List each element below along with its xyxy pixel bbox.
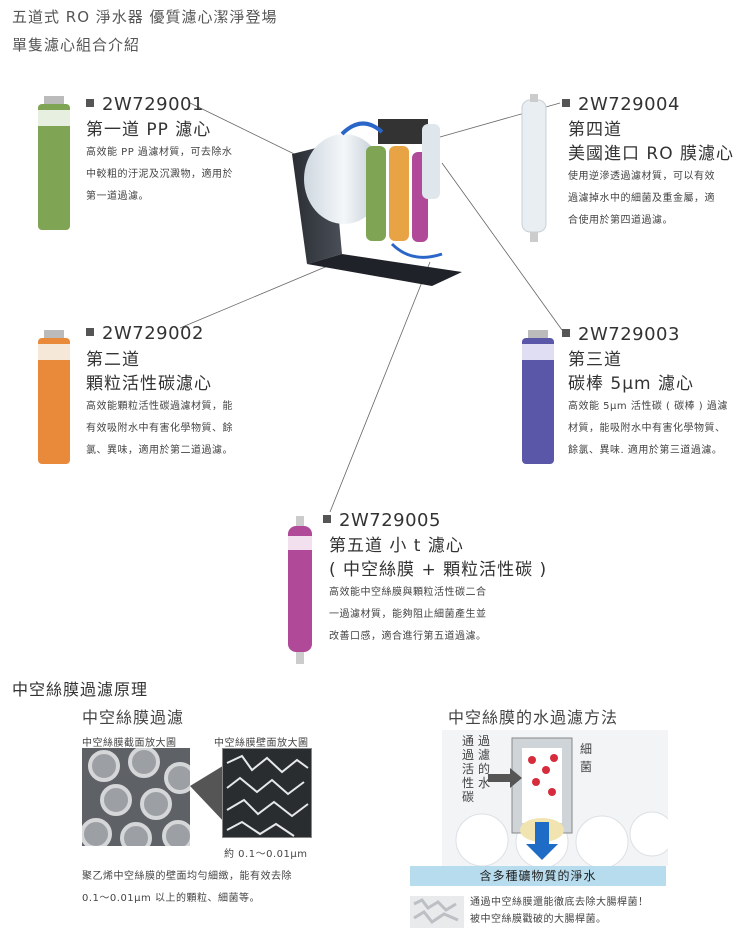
vertical-text-col3: 細菌 [580,742,593,774]
filter-2-image [38,330,70,464]
principle-right-note: 通過中空絲膜還能徹底去除大腸桿菌！被中空絲膜戳破的大腸桿菌。 [470,897,649,925]
principle-left-subtitle: 中空絲膜過濾 [82,708,185,727]
filter-5-image [288,516,312,664]
filter-5-code: 2W729005 [323,510,441,531]
filter-3-desc: 高效能 5μm 活性碳 ( 碳棒 ) 過濾材質，能吸附水中有害化學物質、餘氯、異… [568,401,728,456]
filter-4-code: 2W729004 [562,94,680,115]
filter-2-desc: 高效能顆粒活性碳過濾材質，能有效吸附水中有害化學物質、餘氯、異味，適用於第二道過… [86,401,233,456]
filter-4-desc: 使用逆滲透過濾材質，可以有效過濾掉水中的細菌及重金屬，適合使用於第四道過濾。 [568,171,715,226]
scale-label: 約 0.1～0.01μm [224,849,308,860]
header-title-line1: 五道式 RO 淨水器 優質濾心潔淨登場 [12,8,278,26]
filter-1-image [38,96,70,230]
principle-right-subtitle: 中空絲膜的水過濾方法 [448,708,619,727]
filter-3-title: 第三道碳棒 5μm 濾心 [568,350,694,394]
principle-title: 中空絲膜過濾原理 [12,680,149,699]
vertical-text-col1: 通過活性碳 [462,734,475,804]
filter-1-desc: 高效能 PP 過濾材質，可去除水中較粗的汙泥及沉澱物，適用於第一道過濾。 [86,147,233,202]
filter-2-code: 2W729002 [86,323,204,344]
filter-1-title: 第一道 PP 濾心 [86,120,212,140]
caption-cross-section: 中空絲膜截面放大圖 [82,738,177,749]
filter-3-image [522,330,554,464]
filter-3-code: 2W729003 [562,324,680,345]
pure-water-banner: 含多種礦物質的淨水 [410,866,666,886]
filter-4-image [521,94,547,242]
filter-5-title: 第五道 小 t 濾心( 中空絲膜 + 顆粒活性碳 ) [329,536,548,580]
header-title-line2: 單隻濾心組合介紹 [12,36,141,54]
ecoli-image [410,896,464,928]
filter-4-title: 第四道美國進口 RO 膜濾心 [568,120,735,164]
vertical-text-col2: 過濾的水 [478,734,491,790]
zoom-pointer [190,764,226,824]
wall-image [222,748,312,838]
filter-2-title: 第二道顆粒活性碳濾心 [86,350,212,394]
filter-1-code: 2W729001 [86,94,204,115]
caption-wall: 中空絲膜壁面放大圖 [214,738,309,749]
ro-purifier-image [292,119,462,286]
cross-section-image [82,748,190,846]
filter-5-desc: 高效能中空絲膜與顆粒活性碳二合一過濾材質，能夠阻止細菌產生並改善口感，適合進行第… [329,587,487,642]
filtration-method-image [442,730,668,866]
